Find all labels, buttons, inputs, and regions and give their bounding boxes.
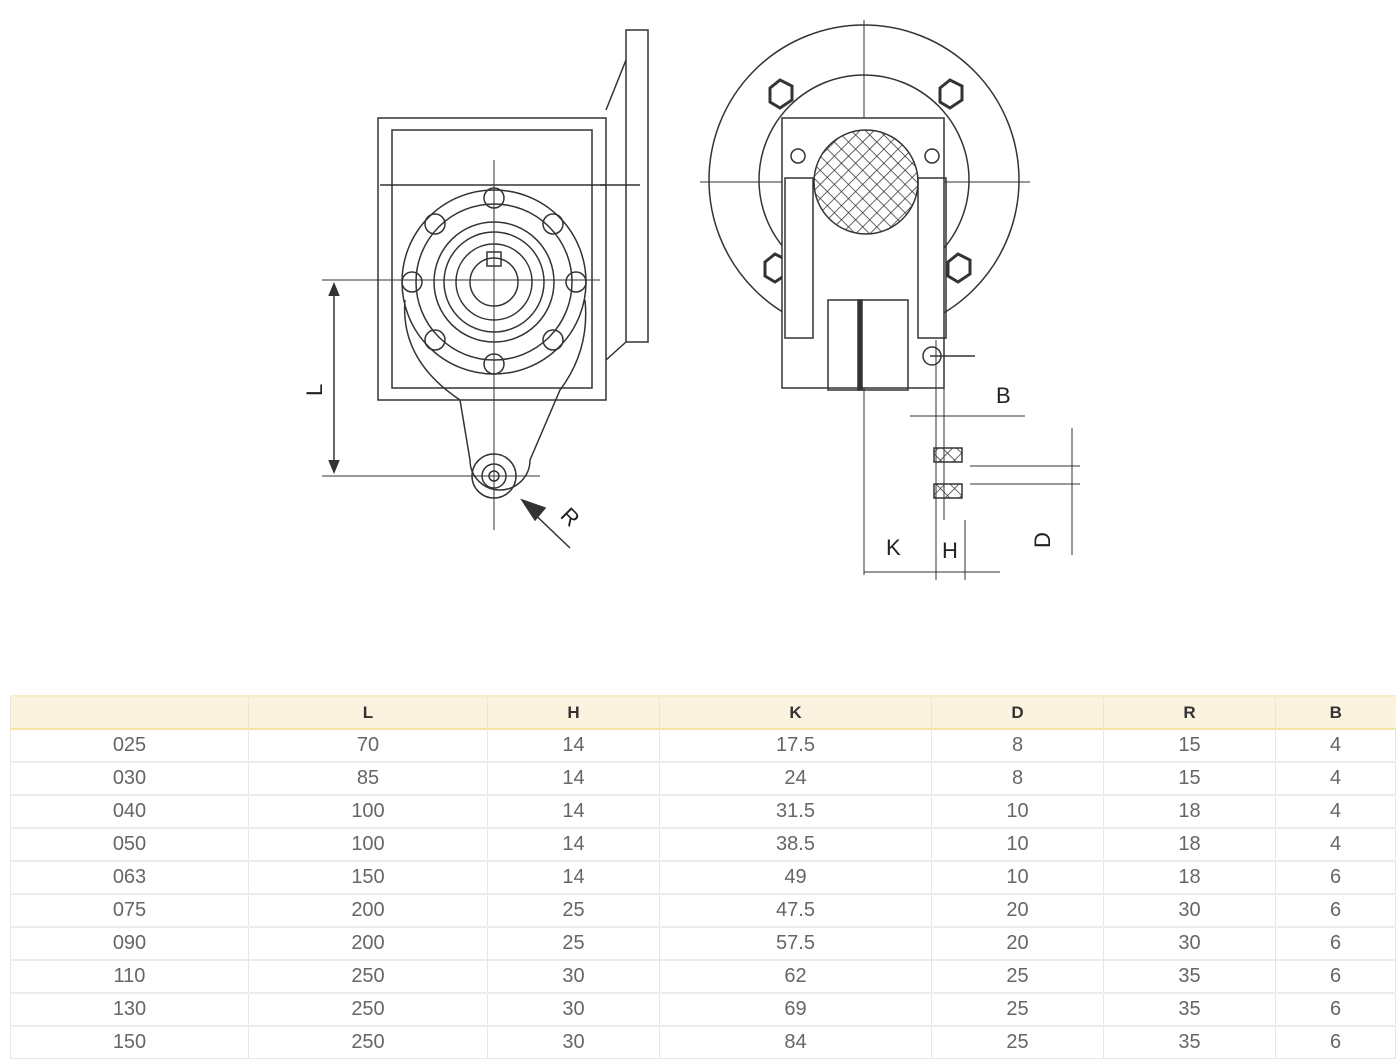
table-cell: 25	[931, 992, 1104, 1027]
table-cell: 85	[248, 761, 488, 796]
table-cell: 4	[1275, 728, 1396, 763]
table-cell: 20	[931, 893, 1104, 928]
table-cell: 4	[1275, 761, 1396, 796]
table-cell: 130	[10, 992, 249, 1027]
table-cell: 24	[659, 761, 932, 796]
table-cell: 14	[487, 728, 660, 763]
table-cell: 150	[248, 860, 488, 895]
table-cell: 38.5	[659, 827, 932, 862]
table-cell: 14	[487, 860, 660, 895]
table-cell: 100	[248, 794, 488, 829]
table-cell: 063	[10, 860, 249, 895]
table-cell: 100	[248, 827, 488, 862]
table-cell: 70	[248, 728, 488, 763]
table-cell: 10	[931, 860, 1104, 895]
table-cell: 18	[1103, 794, 1276, 829]
table-cell: 10	[931, 794, 1104, 829]
table-cell: 15	[1103, 761, 1276, 796]
table-cell: 17.5	[659, 728, 932, 763]
table-cell: 30	[1103, 926, 1276, 961]
table-cell: 6	[1275, 959, 1396, 994]
table-cell: 57.5	[659, 926, 932, 961]
table-cell: 18	[1103, 827, 1276, 862]
header-L: L	[248, 695, 488, 730]
dim-label-L: L	[302, 384, 327, 396]
table-cell: 110	[10, 959, 249, 994]
front-view	[322, 29, 649, 549]
header-K: K	[659, 695, 932, 730]
table-cell: 25	[487, 926, 660, 961]
table-cell: 35	[1103, 1025, 1276, 1059]
table-cell: 25	[931, 1025, 1104, 1059]
table-cell: 250	[248, 992, 488, 1027]
header-model	[10, 695, 249, 730]
header-D: D	[931, 695, 1104, 730]
header-H: H	[487, 695, 660, 730]
table-cell: 18	[1103, 860, 1276, 895]
table-cell: 14	[487, 827, 660, 862]
header-R: R	[1103, 695, 1276, 730]
table-cell: 30	[1103, 893, 1276, 928]
table-cell: 31.5	[659, 794, 932, 829]
table-cell: 6	[1275, 926, 1396, 961]
table-cell: 250	[248, 1025, 488, 1059]
header-B: B	[1275, 695, 1396, 730]
dim-label-R: R	[556, 502, 585, 531]
table-cell: 040	[10, 794, 249, 829]
table-cell: 6	[1275, 860, 1396, 895]
dim-label-B: B	[996, 383, 1011, 408]
table-header-row: L H K D R B	[10, 695, 1396, 730]
table-cell: 35	[1103, 992, 1276, 1027]
dim-label-H: H	[942, 538, 958, 563]
table-cell: 14	[487, 794, 660, 829]
table-cell: 200	[248, 926, 488, 961]
side-view	[700, 20, 1080, 580]
table-cell: 14	[487, 761, 660, 796]
table-cell: 6	[1275, 1025, 1396, 1059]
table-cell: 15	[1103, 728, 1276, 763]
table-cell: 25	[931, 959, 1104, 994]
table-cell: 6	[1275, 992, 1396, 1027]
table-cell: 6	[1275, 893, 1396, 928]
table-cell: 4	[1275, 794, 1396, 829]
table-cell: 49	[659, 860, 932, 895]
table-cell: 62	[659, 959, 932, 994]
table-cell: 025	[10, 728, 249, 763]
table-cell: 30	[487, 1025, 660, 1059]
table-cell: 090	[10, 926, 249, 961]
table-cell: 84	[659, 1025, 932, 1059]
table-cell: 35	[1103, 959, 1276, 994]
table-cell: 30	[487, 959, 660, 994]
dim-label-K: K	[886, 535, 901, 560]
table-cell: 075	[10, 893, 249, 928]
table-cell: 250	[248, 959, 488, 994]
table-cell: 8	[931, 761, 1104, 796]
table-cell: 47.5	[659, 893, 932, 928]
table-cell: 050	[10, 827, 249, 862]
table-cell: 69	[659, 992, 932, 1027]
table-cell: 10	[931, 827, 1104, 862]
table-cell: 8	[931, 728, 1104, 763]
table-cell: 25	[487, 893, 660, 928]
dim-label-D: D	[1030, 532, 1055, 548]
table-cell: 200	[248, 893, 488, 928]
gearbox-torque-arm-drawing: L R B K H D	[302, 20, 1080, 580]
table-cell: 30	[487, 992, 660, 1027]
table-cell: 150	[10, 1025, 249, 1059]
table-cell: 030	[10, 761, 249, 796]
table-cell: 20	[931, 926, 1104, 961]
table-cell: 4	[1275, 827, 1396, 862]
